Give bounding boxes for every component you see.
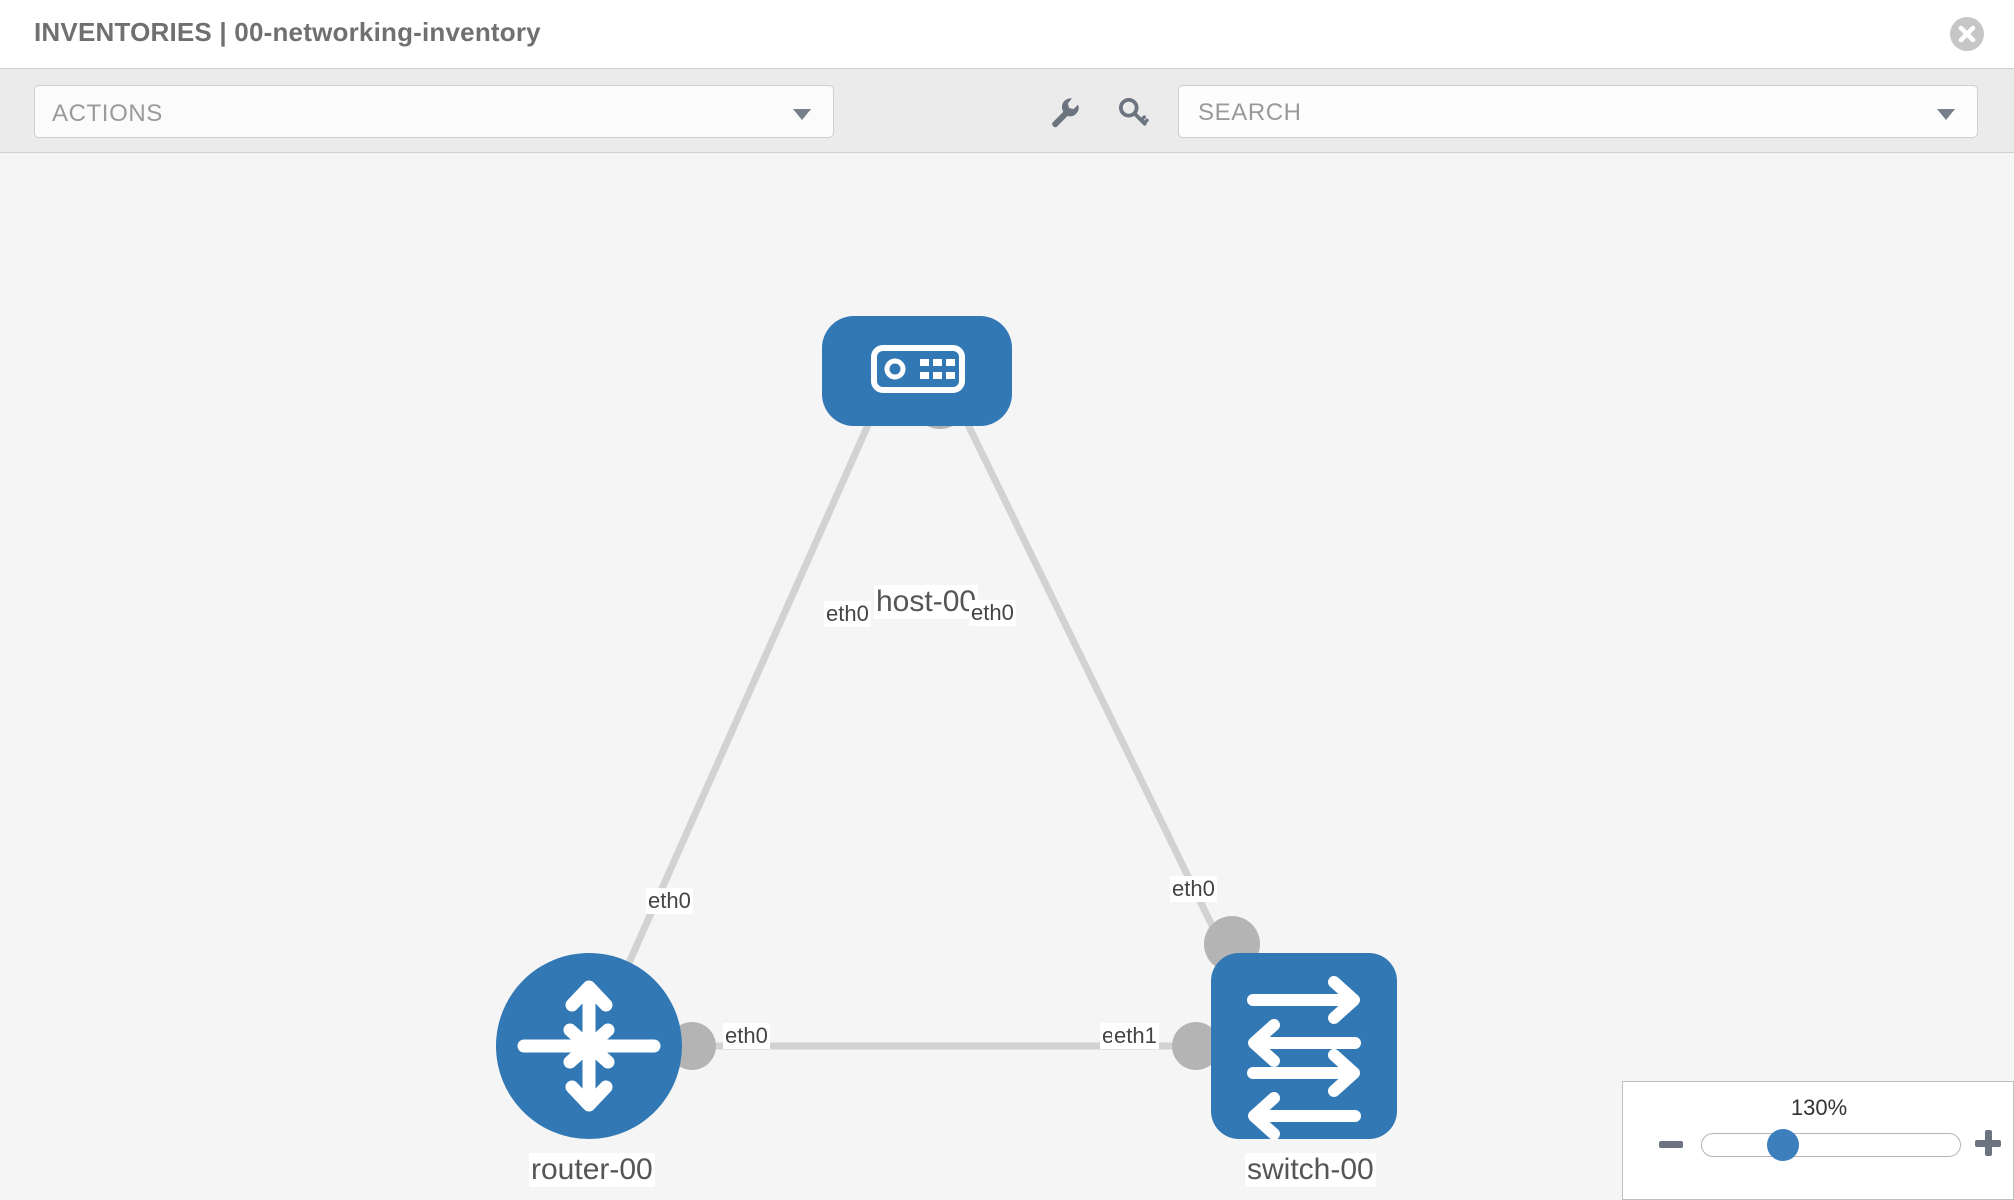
chevron-down-icon[interactable] xyxy=(1937,109,1955,120)
zoom-slider-track[interactable] xyxy=(1701,1133,1961,1157)
node-label-host-00: host-00 xyxy=(874,585,979,619)
edge-label-router-eth0-up: eth0 xyxy=(646,888,693,914)
zoom-slider-thumb[interactable] xyxy=(1767,1129,1799,1161)
node-host-00 xyxy=(822,316,1012,426)
actions-dropdown[interactable]: ACTIONS xyxy=(34,85,834,138)
topology-canvas[interactable]: host-00 router-00 switch-00 eth0 eth0 et… xyxy=(0,153,2014,1200)
search-box[interactable] xyxy=(1178,85,1978,139)
node-switch-00 xyxy=(1211,953,1397,1140)
router-arrows-icon xyxy=(517,980,661,1112)
search-input[interactable] xyxy=(1196,86,1920,139)
server-icon xyxy=(871,345,965,393)
edge-label-host-eth0-left: eth0 xyxy=(824,601,871,627)
zoom-level-value: 130% xyxy=(1790,1095,1848,1120)
node-label-switch-00: switch-00 xyxy=(1245,1153,1376,1187)
chevron-down-icon xyxy=(793,109,811,120)
node-label-router-00: router-00 xyxy=(529,1153,655,1187)
page-title: INVENTORIES | 00-networking-inventory xyxy=(34,17,541,47)
edge-label-switch-eth0-up: eth0 xyxy=(1170,876,1217,902)
edge-label-host-eth0-right: eth0 xyxy=(969,600,1016,626)
toolbar: ACTIONS xyxy=(0,68,2014,153)
handle-switch-left xyxy=(1172,1022,1220,1070)
wrench-icon[interactable] xyxy=(1048,95,1082,129)
switch-arrows-icon xyxy=(1247,976,1361,1140)
edge-label-switch-eth1: eth1 xyxy=(1112,1023,1159,1049)
handle-layer xyxy=(668,373,1260,1070)
close-icon[interactable] xyxy=(1950,17,1984,51)
node-router-00 xyxy=(496,953,682,1139)
page-header: INVENTORIES | 00-networking-inventory xyxy=(0,0,2014,68)
actions-dropdown-label: ACTIONS xyxy=(52,100,163,127)
zoom-in-button[interactable] xyxy=(1975,1130,2001,1156)
edge-host-router xyxy=(616,396,884,985)
edge-layer xyxy=(616,396,1244,1050)
key-icon[interactable] xyxy=(1116,95,1150,129)
topology-graph xyxy=(496,316,1397,1140)
zoom-control-panel: 130% xyxy=(1622,1081,2014,1200)
zoom-out-button[interactable] xyxy=(1659,1141,1683,1148)
edge-label-router-eth0-right: eth0 xyxy=(723,1023,770,1049)
